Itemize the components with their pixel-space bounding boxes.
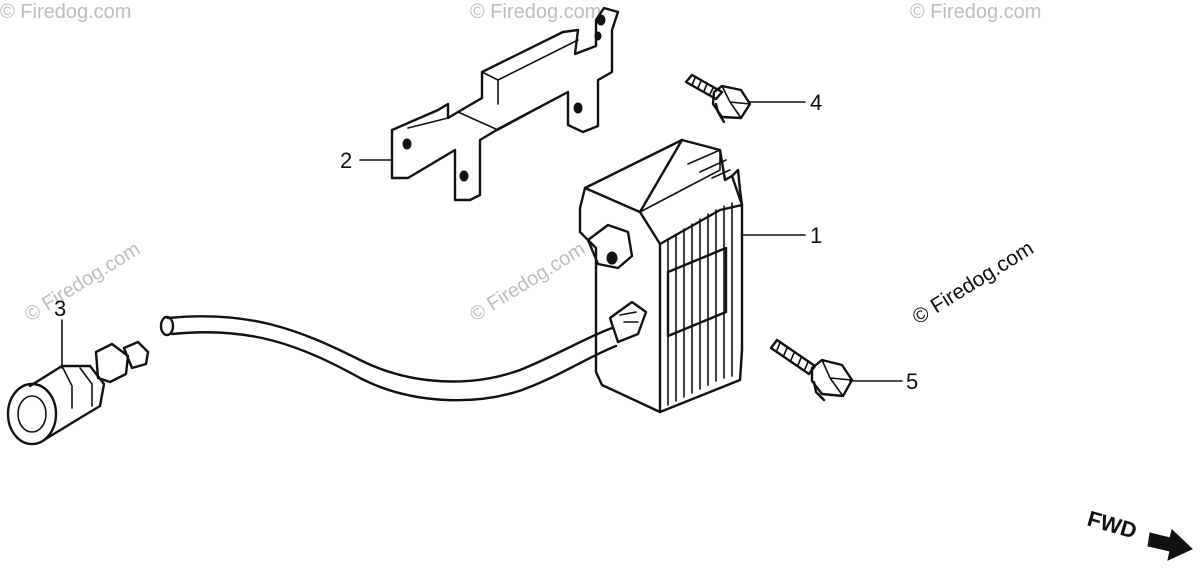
callout-2: 2 (340, 148, 352, 173)
bolt-part-4 (684, 73, 752, 124)
faint-watermarks: © Firedog.com © Firedog.com © Firedog.co… (0, 1, 1041, 326)
leader-lines (61, 101, 903, 382)
ignition-coil-part-1 (578, 138, 744, 414)
forward-arrow-icon (1147, 529, 1193, 561)
watermark-main: © Firedog.com (908, 237, 1037, 330)
watermark-faint-3: © Firedog.com (910, 1, 1041, 23)
watermark-faint-5: © Firedog.com (466, 238, 589, 326)
watermark-faint-2: © Firedog.com (470, 1, 601, 23)
fwd-label: FWD (1085, 506, 1140, 544)
callout-1: 1 (810, 223, 822, 248)
callout-5: 5 (906, 369, 918, 394)
callout-4: 4 (810, 90, 822, 115)
high-tension-lead (159, 315, 618, 402)
callout-3: 3 (54, 296, 66, 321)
watermark-faint-4: © Firedog.com (21, 238, 144, 326)
watermark-faint-1: © Firedog.com (0, 1, 131, 23)
forward-direction-indicator: FWD (1085, 506, 1193, 561)
bracket-part-2 (390, 6, 620, 202)
bolt-part-5 (769, 338, 854, 402)
spark-plug-cap-part-3 (6, 340, 150, 446)
